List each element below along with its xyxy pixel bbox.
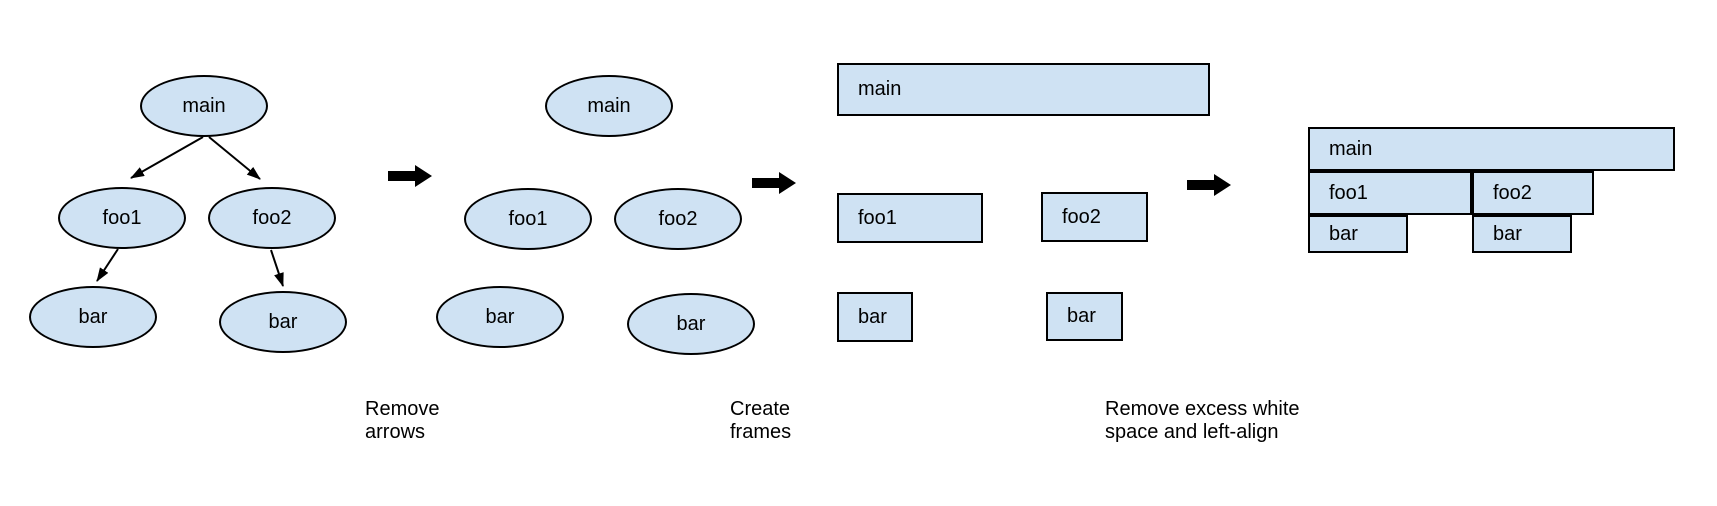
node-label: foo1 [508, 207, 548, 230]
stage4-frame-main: main [1308, 127, 1675, 171]
frame-label: foo1 [1329, 181, 1368, 204]
stage1-node-foo2: foo2 [208, 187, 336, 249]
node-label: bar [676, 312, 706, 335]
frame-label: bar [858, 305, 887, 328]
stage1-node-foo1: foo1 [58, 187, 186, 249]
edge-arrow-foo2-bar [270, 249, 284, 287]
node-label: bar [268, 310, 298, 333]
stage4-frame-foo1: foo1 [1308, 171, 1472, 215]
frame-label: bar [1329, 222, 1358, 245]
step2-caption: Create frames [730, 398, 791, 444]
step2-caption-line1: Create [730, 398, 791, 420]
stage4-frame-bar-left: bar [1308, 215, 1408, 253]
step1-caption: Remove arrows [365, 398, 439, 444]
stage3-frame-bar-left: bar [837, 292, 913, 342]
step3-caption-line1: Remove excess white [1105, 398, 1300, 420]
stage3-frame-foo1: foo1 [837, 193, 983, 243]
frame-label: main [1329, 137, 1373, 160]
node-label: foo2 [658, 207, 698, 230]
frame-label: main [858, 78, 902, 100]
edge-arrow-main-foo1 [130, 136, 204, 179]
frame-label: foo2 [1493, 181, 1532, 204]
stage1-node-bar-left: bar [29, 286, 157, 348]
step2-caption-line2: frames [730, 421, 792, 443]
edge-arrow-main-foo2 [208, 136, 261, 180]
node-label: foo1 [102, 206, 142, 229]
arrow-right-icon [1187, 174, 1231, 196]
stage2-node-foo1: foo1 [464, 188, 592, 250]
node-label: bar [78, 305, 108, 328]
stage4-frame-bar-right: bar [1472, 215, 1572, 253]
stage4-frame-foo2: foo2 [1472, 171, 1594, 215]
frame-label: foo2 [1062, 205, 1101, 228]
stage1-node-main: main [140, 75, 268, 137]
node-label: main [587, 94, 631, 117]
stage3-frame-bar-right: bar [1046, 292, 1123, 341]
step1-caption-line1: Remove [365, 398, 440, 420]
node-label: bar [485, 305, 515, 328]
stage2-node-main: main [545, 75, 673, 137]
step3-caption: Remove excess white space and left-align [1105, 398, 1300, 444]
edge-arrow-foo1-bar [96, 248, 119, 282]
step1-caption-line2: arrows [365, 421, 426, 443]
node-label: foo2 [252, 206, 292, 229]
stage2-node-bar-left: bar [436, 286, 564, 348]
stage2-node-foo2: foo2 [614, 188, 742, 250]
stage2-node-bar-right: bar [627, 293, 755, 355]
stage3-frame-main: main [837, 63, 1210, 116]
arrow-right-icon [752, 172, 796, 194]
frame-label: bar [1493, 222, 1522, 245]
node-label: main [182, 94, 226, 117]
stage1-node-bar-right: bar [219, 291, 347, 353]
arrow-right-icon [388, 165, 432, 187]
step3-caption-line2: space and left-align [1105, 421, 1279, 443]
frame-label: bar [1067, 305, 1096, 327]
stage3-frame-foo2: foo2 [1041, 192, 1148, 242]
frame-label: foo1 [858, 206, 897, 229]
